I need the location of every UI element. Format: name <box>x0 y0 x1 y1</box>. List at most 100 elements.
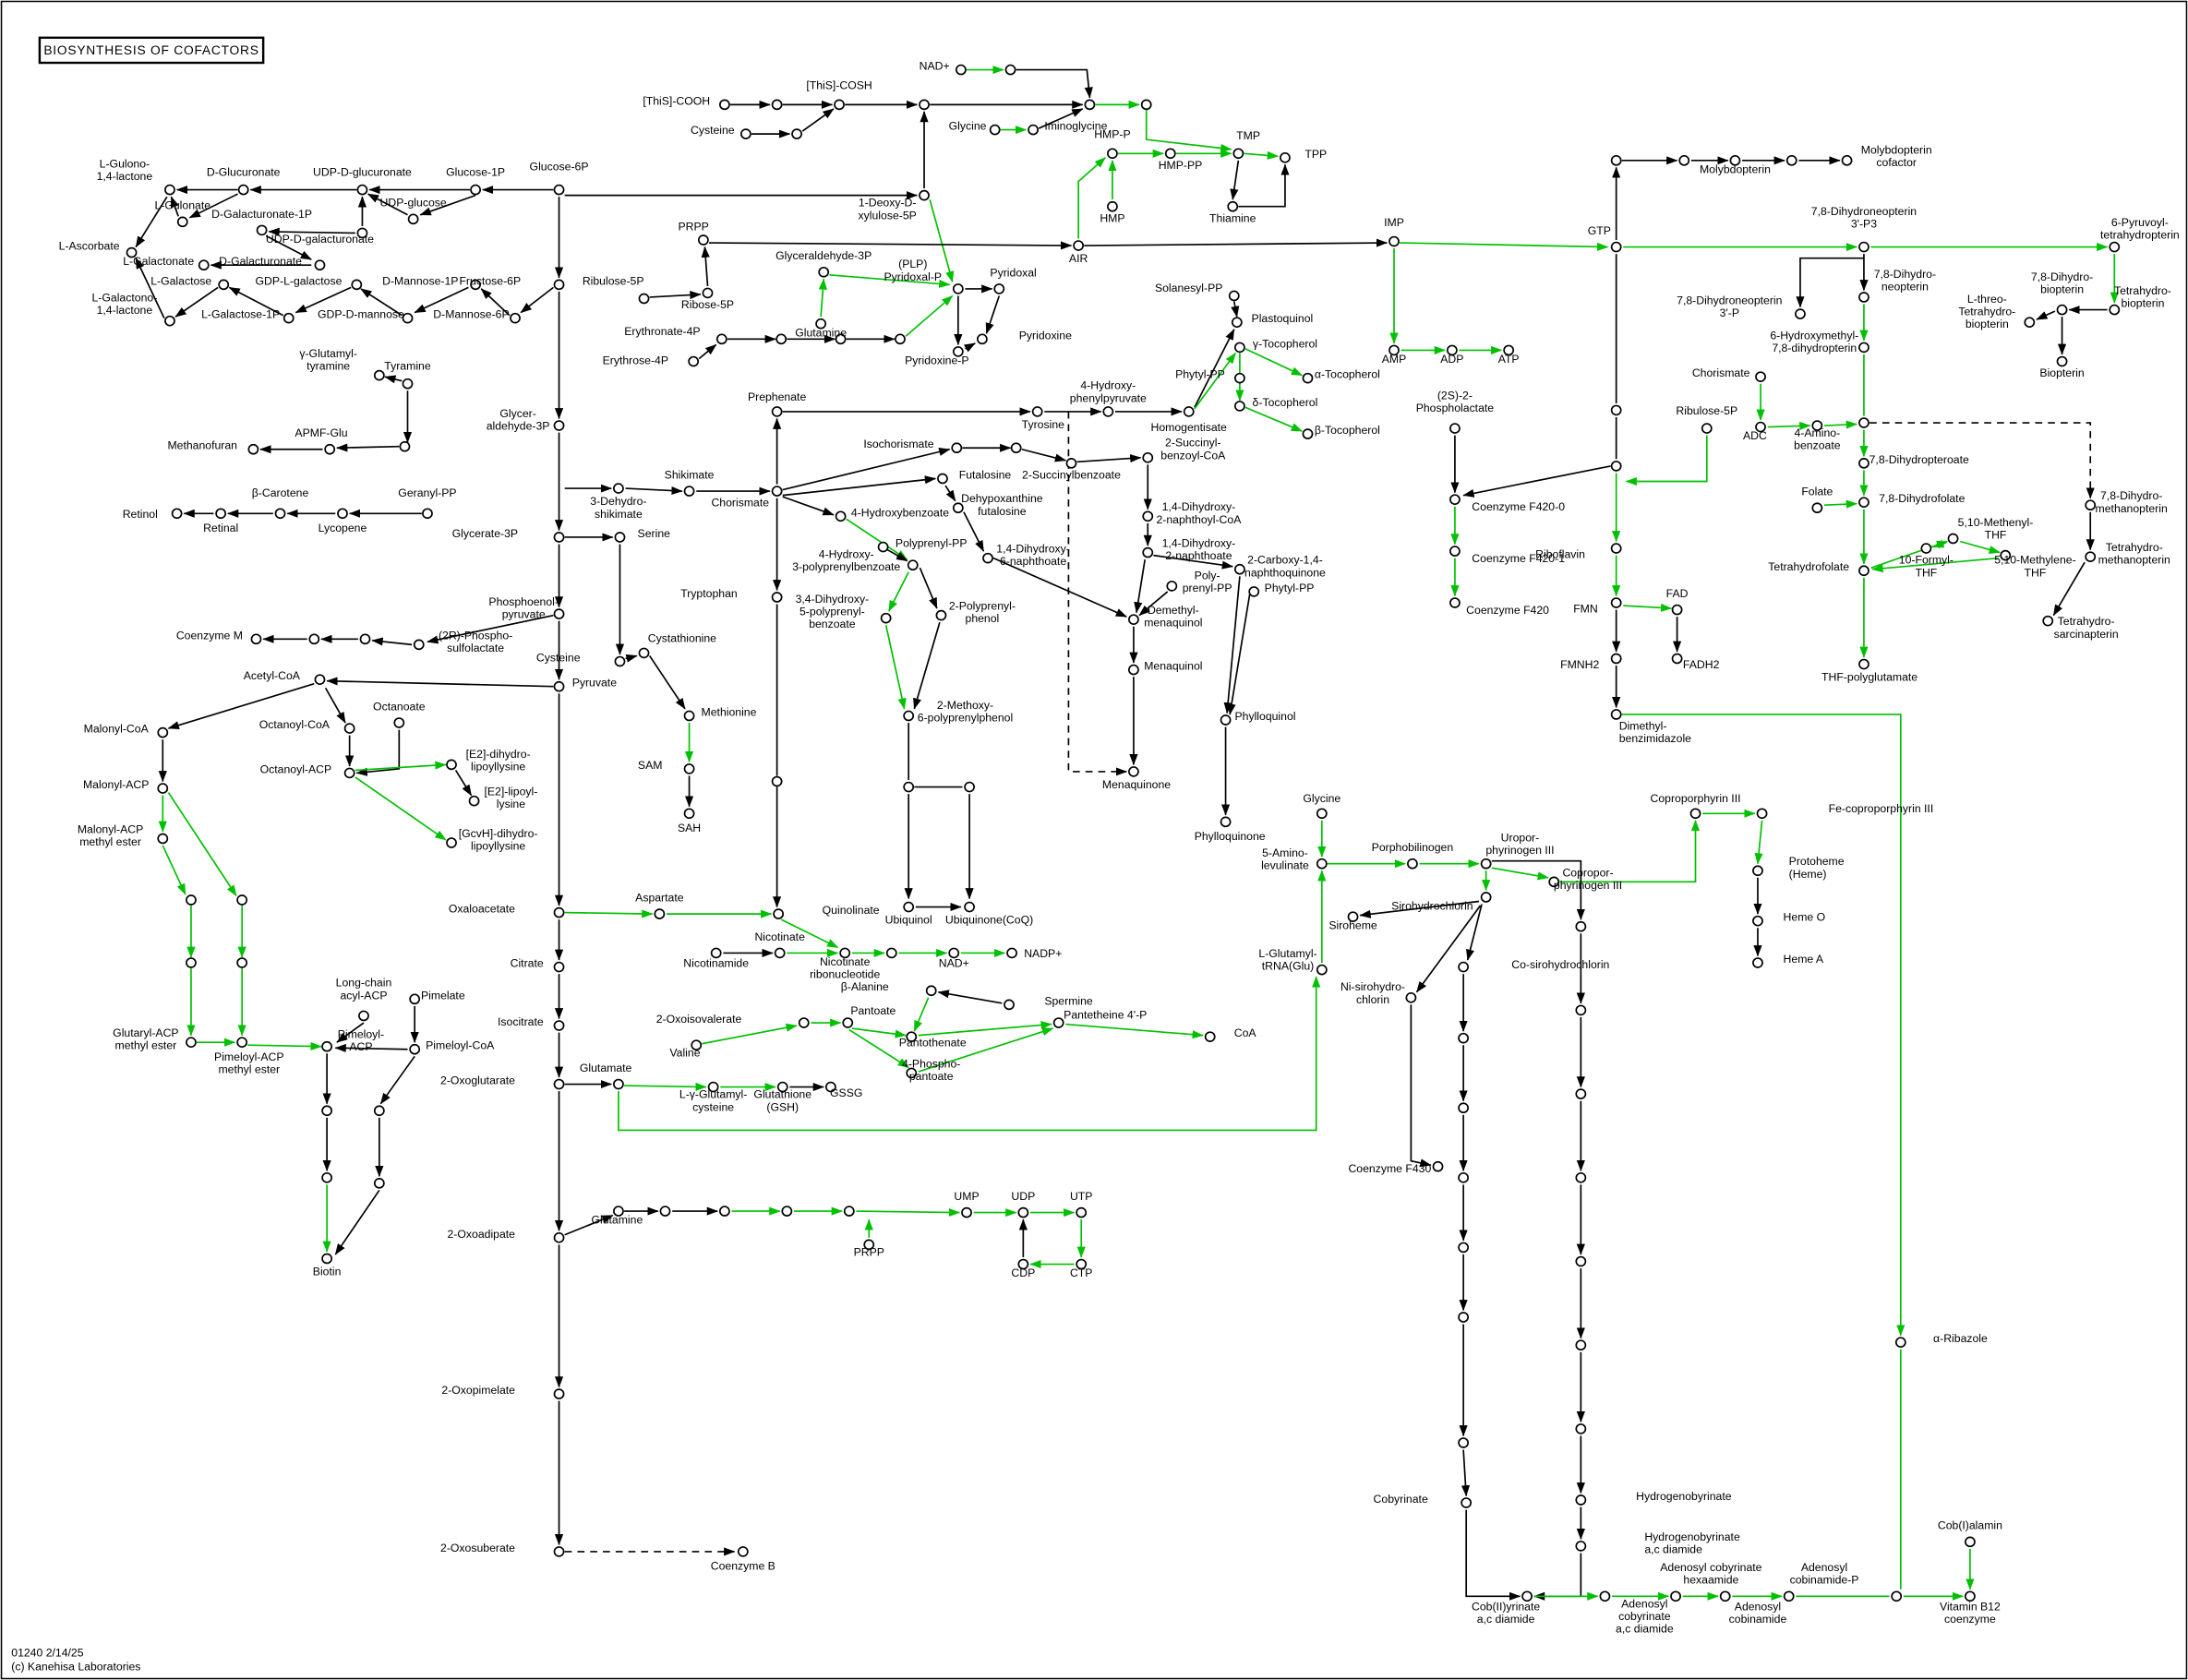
compound-node[interactable] <box>337 508 348 520</box>
compound-node[interactable] <box>835 333 847 345</box>
compound-node[interactable] <box>1965 1536 1976 1548</box>
compound-node[interactable] <box>903 781 915 793</box>
compound-node[interactable] <box>2056 304 2068 316</box>
compound-node[interactable] <box>1670 1590 1681 1602</box>
compound-node[interactable] <box>215 508 227 520</box>
compound-node[interactable] <box>737 1546 749 1557</box>
compound-node[interactable] <box>356 184 368 196</box>
compound-node[interactable] <box>1965 1590 1976 1602</box>
compound-node[interactable] <box>739 128 751 139</box>
compound-node[interactable] <box>907 559 919 571</box>
compound-node[interactable] <box>842 1017 854 1028</box>
compound-node[interactable] <box>358 1010 369 1022</box>
compound-node[interactable] <box>1316 808 1328 820</box>
compound-node[interactable] <box>1449 423 1461 434</box>
compound-node[interactable] <box>1752 915 1763 927</box>
compound-node[interactable] <box>1128 664 1139 676</box>
compound-node[interactable] <box>1458 1102 1470 1114</box>
compound-node[interactable] <box>2109 241 2121 253</box>
compound-node[interactable] <box>1575 1088 1587 1099</box>
compound-node[interactable] <box>1811 420 1823 431</box>
compound-node[interactable] <box>715 333 727 345</box>
compound-node[interactable] <box>1142 451 1154 463</box>
compound-node[interactable] <box>1128 614 1139 625</box>
compound-node[interactable] <box>1102 406 1114 417</box>
compound-node[interactable] <box>1755 421 1766 433</box>
compound-node[interactable] <box>638 647 650 659</box>
compound-node[interactable] <box>1458 1312 1470 1323</box>
compound-node[interactable] <box>1858 458 1869 469</box>
compound-node[interactable] <box>409 993 421 1005</box>
compound-node[interactable] <box>903 901 915 913</box>
compound-node[interactable] <box>773 908 785 919</box>
compound-node[interactable] <box>1858 342 1869 354</box>
compound-node[interactable] <box>1752 957 1763 968</box>
compound-node[interactable] <box>1227 200 1239 212</box>
compound-node[interactable] <box>2109 304 2121 316</box>
compound-node[interactable] <box>1076 1206 1088 1218</box>
compound-node[interactable] <box>553 184 565 196</box>
compound-node[interactable] <box>1610 404 1622 416</box>
compound-node[interactable] <box>1142 510 1154 522</box>
compound-node[interactable] <box>903 710 915 722</box>
compound-node[interactable] <box>702 287 714 299</box>
compound-node[interactable] <box>2085 499 2097 511</box>
compound-node[interactable] <box>614 655 626 667</box>
compound-node[interactable] <box>1449 597 1461 608</box>
compound-node[interactable] <box>683 763 695 774</box>
compound-node[interactable] <box>951 442 963 454</box>
compound-node[interactable] <box>839 947 851 959</box>
compound-node[interactable] <box>402 312 414 324</box>
compound-node[interactable] <box>925 985 937 997</box>
compound-node[interactable] <box>1689 808 1701 820</box>
compound-node[interactable] <box>1610 461 1622 472</box>
compound-node[interactable] <box>1107 200 1118 212</box>
compound-node[interactable] <box>164 184 175 196</box>
compound-node[interactable] <box>877 541 889 553</box>
compound-node[interactable] <box>553 906 565 918</box>
compound-node[interactable] <box>1458 1171 1470 1183</box>
compound-node[interactable] <box>2056 355 2068 367</box>
compound-node[interactable] <box>1783 1590 1795 1602</box>
compound-node[interactable] <box>446 837 457 848</box>
compound-node[interactable] <box>906 1031 918 1042</box>
compound-node[interactable] <box>1575 920 1587 932</box>
compound-node[interactable] <box>774 947 786 959</box>
compound-node[interactable] <box>321 1105 333 1117</box>
compound-node[interactable] <box>948 947 960 959</box>
compound-node[interactable] <box>964 901 975 913</box>
compound-node[interactable] <box>1052 1017 1064 1028</box>
compound-node[interactable] <box>1671 653 1683 665</box>
compound-node[interactable] <box>236 957 248 968</box>
compound-node[interactable] <box>1076 1258 1088 1270</box>
compound-node[interactable] <box>613 483 624 494</box>
compound-node[interactable] <box>343 723 355 734</box>
compound-node[interactable] <box>553 420 565 431</box>
compound-node[interactable] <box>1599 1590 1611 1602</box>
compound-node[interactable] <box>1073 240 1085 251</box>
compound-node[interactable] <box>1458 1437 1470 1448</box>
compound-node[interactable] <box>818 266 830 278</box>
compound-node[interactable] <box>1316 964 1328 976</box>
compound-node[interactable] <box>955 64 967 76</box>
compound-node[interactable] <box>638 293 650 305</box>
compound-node[interactable] <box>989 124 1001 136</box>
compound-node[interactable] <box>1004 64 1016 76</box>
compound-node[interactable] <box>697 234 709 246</box>
compound-node[interactable] <box>835 510 847 522</box>
compound-node[interactable] <box>683 486 695 497</box>
compound-node[interactable] <box>1461 1497 1473 1508</box>
compound-node[interactable] <box>1128 766 1139 777</box>
compound-node[interactable] <box>691 1039 703 1051</box>
compound-node[interactable] <box>1010 442 1022 454</box>
compound-node[interactable] <box>1233 401 1245 412</box>
compound-node[interactable] <box>815 318 827 330</box>
compound-node[interactable] <box>1610 155 1622 166</box>
compound-node[interactable] <box>718 99 730 111</box>
compound-node[interactable] <box>1575 1423 1587 1434</box>
compound-node[interactable] <box>1795 308 1806 319</box>
compound-node[interactable] <box>1755 371 1766 382</box>
compound-node[interactable] <box>1107 148 1118 160</box>
compound-node[interactable] <box>247 443 259 455</box>
compound-node[interactable] <box>321 1171 333 1183</box>
